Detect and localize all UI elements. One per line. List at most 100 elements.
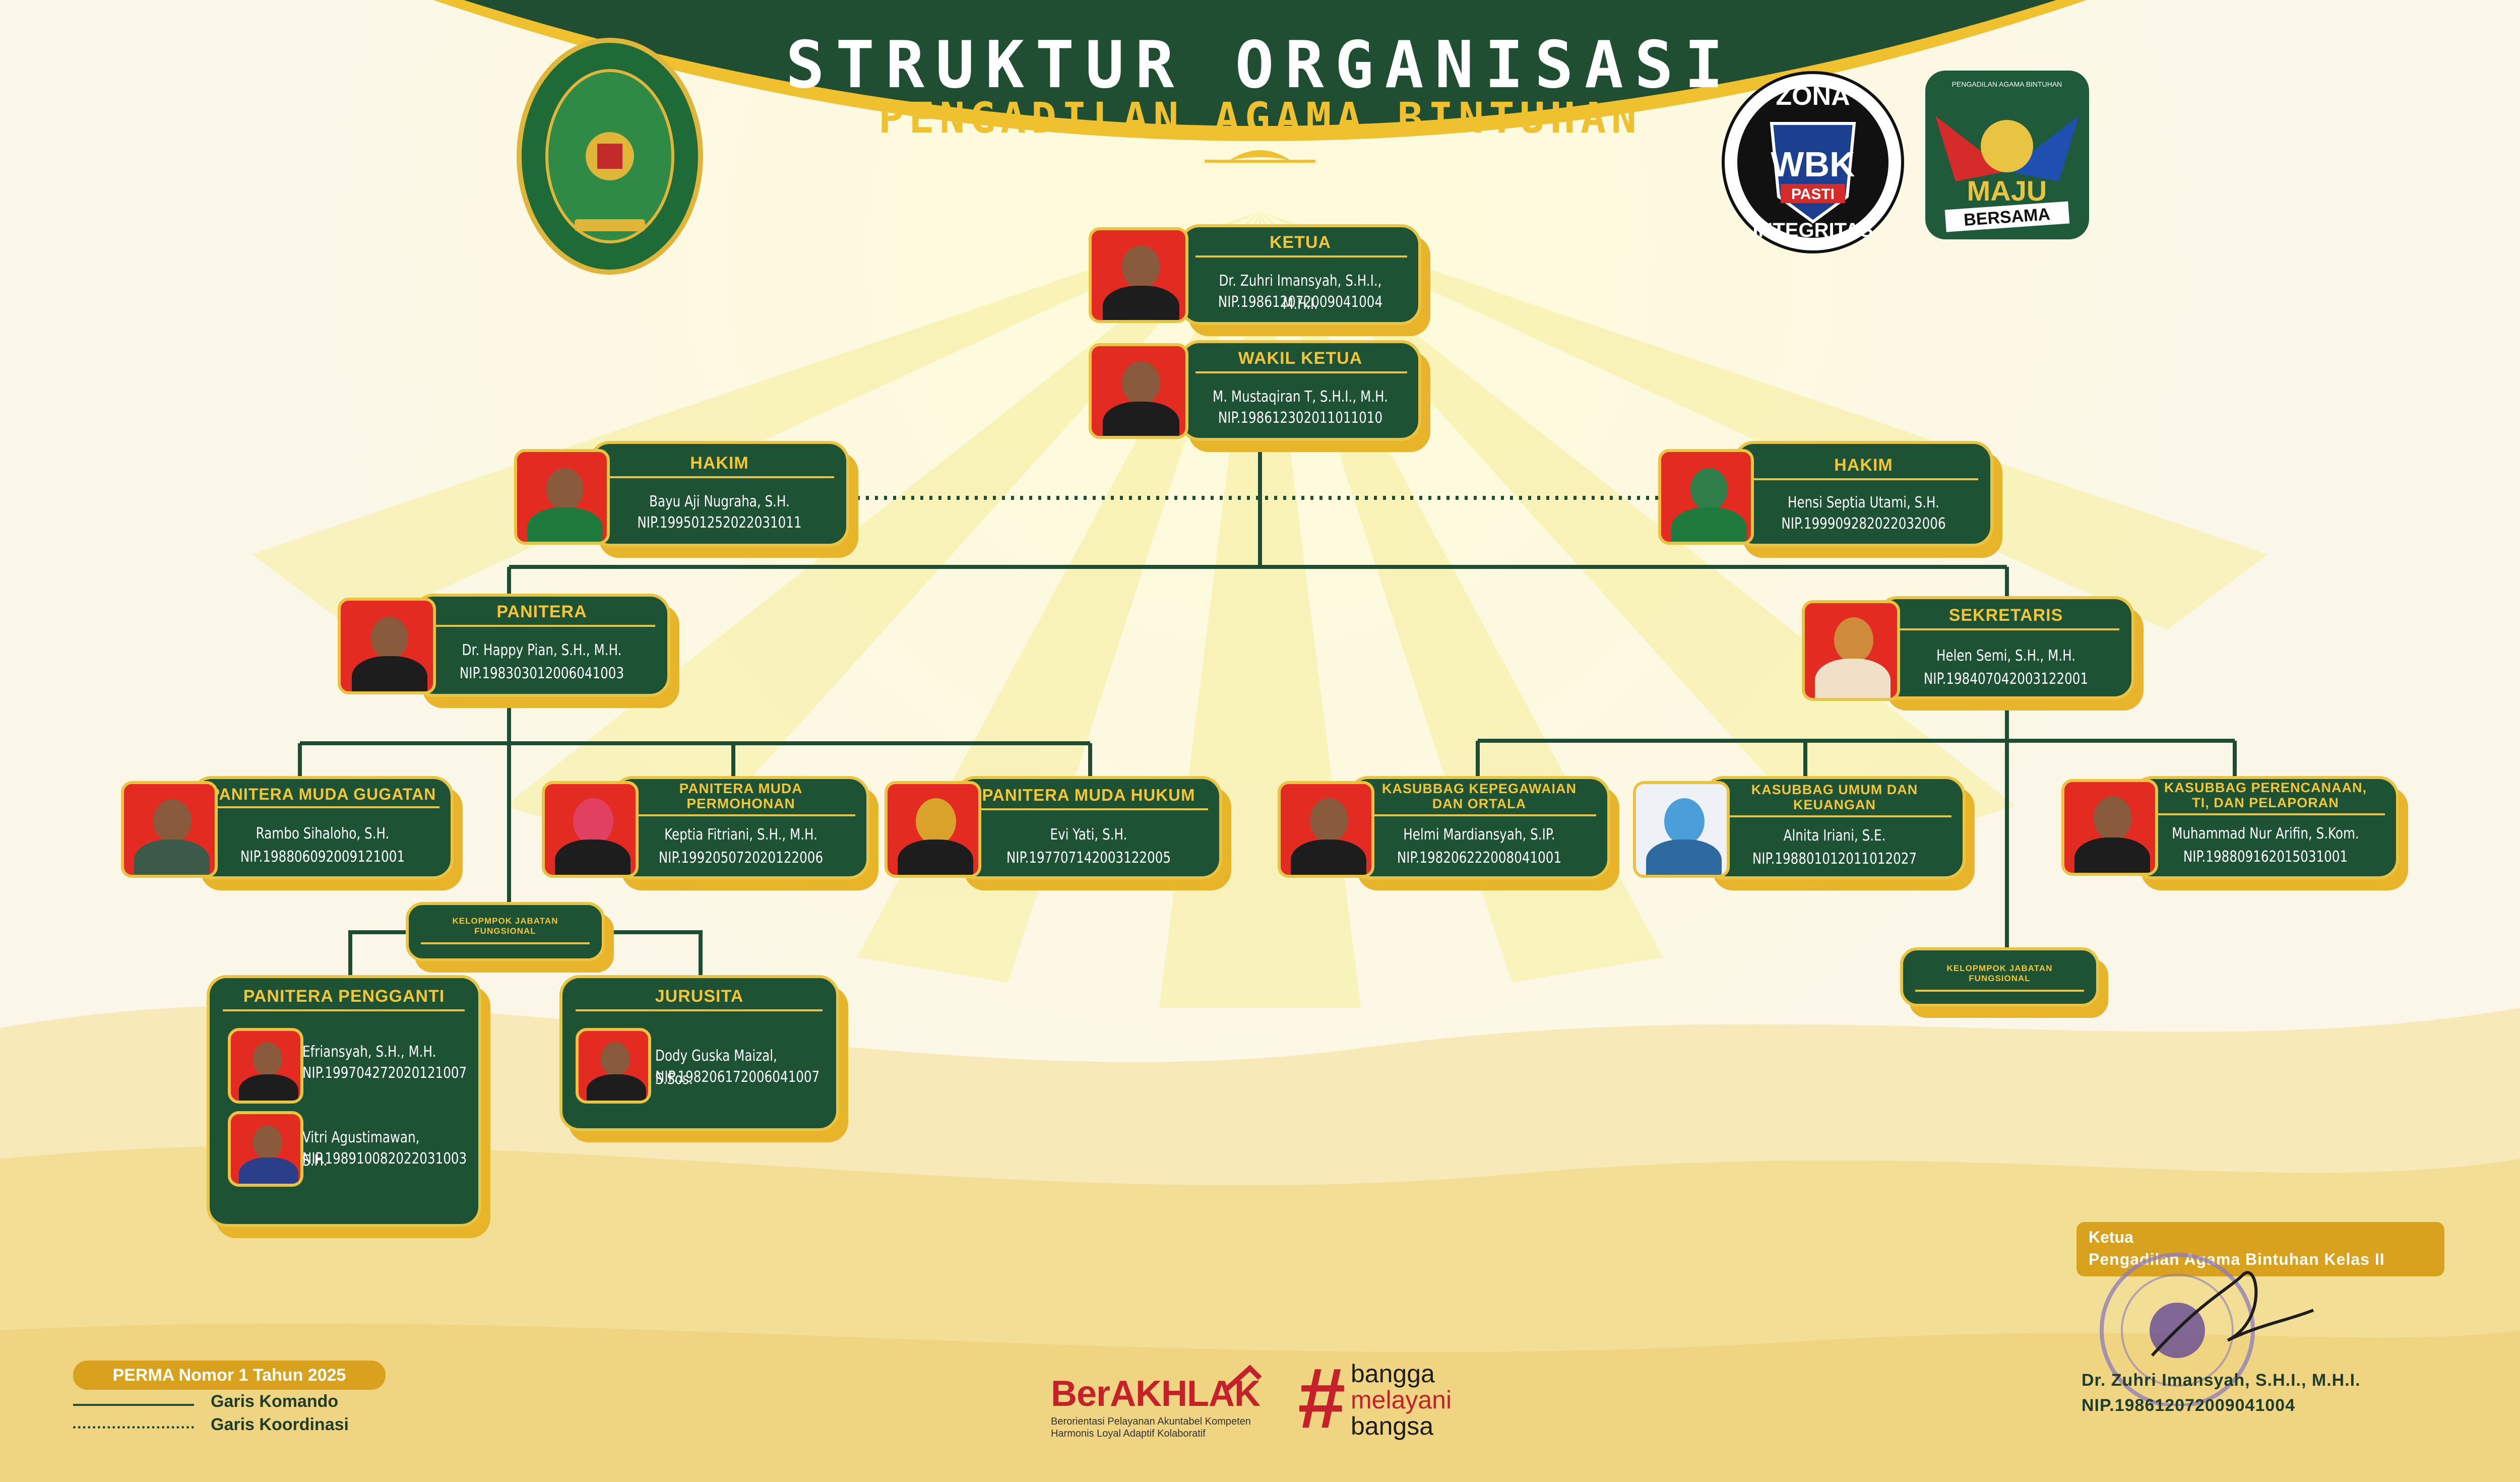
photo-hakim-1 [514, 449, 610, 545]
signature-name: Dr. Zuhri Imansyah, S.H.I., M.H.I. [2082, 1371, 2361, 1390]
person-nip: NIP.198206172006041007 [655, 1068, 820, 1086]
photo-panitera-muda-hukum [885, 781, 981, 878]
photo-jurusita [576, 1028, 651, 1104]
photo-pengganti-1 [228, 1028, 303, 1104]
official-stamp-signature [2100, 1253, 2314, 1406]
person-nip: NIP.199205072020122006 [658, 849, 824, 867]
role-label-2: TI, DAN PELAPORAN [2192, 795, 2339, 810]
role-label: SEKRETARIS [1948, 606, 2063, 625]
photo-kasubbag-perencanaan [2061, 779, 2158, 876]
person-nip: NIP.198407042003122001 [1923, 670, 2089, 688]
berakhlak-brand-1: Ber [1051, 1374, 1110, 1414]
photo-kasubbag-kepegawaian [1278, 781, 1374, 878]
person-nip: NIP.198612072009041004 [1218, 293, 1383, 311]
role-label: PANITERA [496, 602, 587, 621]
card-kasubbag-perencanaan: KASUBBAG PERENCANAAN, TI, DAN PELAPORAN … [2061, 776, 2409, 884]
berakhlak-tagline-1: Berorientasi Pelayanan Akuntabel Kompete… [1051, 1416, 1251, 1427]
role-label: KASUBBAG PERENCANAAN, [2164, 780, 2367, 795]
card-kelompok-fungsional-2: KELOPMPOK JABATAN FUNGSIONAL [1900, 947, 2112, 1018]
card-jurusita: JURUSITA Dody Guska Maizal, S.Sos. NIP.1… [559, 975, 852, 1146]
person-name: Rambo Sihaloho, S.H. [256, 825, 390, 843]
card-wakil-ketua: WAKIL KETUA M. Mustaqiran T, S.H.I., M.H… [1089, 340, 1436, 448]
card-panitera-muda-permohonan: PANITERA MUDA PERMOHONAN Keptia Fitriani… [542, 776, 885, 884]
signature-label-1: Ketua [2089, 1228, 2133, 1246]
hashtag-icon: # [1298, 1350, 1346, 1446]
role-label: PANITERA MUDA HUKUM [982, 786, 1195, 804]
person-name: Efriansyah, S.H., M.H. [302, 1043, 436, 1061]
card-panitera: PANITERA Dr. Happy Pian, S.H., M.H. NIP.… [338, 594, 685, 702]
photo-ketua [1089, 227, 1188, 323]
photo-panitera [338, 598, 436, 694]
person-nip: NIP.199909282022032006 [1781, 515, 1946, 533]
legend-dotted-line [73, 1426, 194, 1429]
integritas-text: INTEGRITAS [1752, 219, 1873, 241]
person-name-2: Vitri Agustimawan, S.H. [302, 1129, 420, 1170]
pasti-text: PASTI [1791, 186, 1835, 203]
person-name: Hensi Septia Utami, S.H. [1788, 494, 1939, 511]
person-nip: NIP.198303012006041003 [459, 665, 624, 682]
photo-sekretaris [1802, 600, 1900, 701]
court-emblem-icon [517, 38, 703, 275]
card-kasubbag-umum: KASUBBAG UMUM DAN KEUANGAN Alnita Iriani… [1633, 776, 1981, 884]
person-name: Alnita Iriani, S.E. [1783, 827, 1886, 845]
role-label: KASUBBAG KEPEGAWAIAN [1381, 781, 1577, 796]
person-name: M. Mustaqiran T, S.H.I., M.H. [1213, 388, 1388, 406]
role-label: PANITERA MUDA [679, 781, 803, 796]
person-name: Keptia Fitriani, S.H., M.H. [664, 826, 817, 844]
person-nip: NIP.198612302011011010 [1218, 409, 1383, 427]
role-label-2: DAN ORTALA [1432, 796, 1527, 811]
card-panitera-pengganti: PANITERA PENGGANTI Efriansyah, S.H., M.H… [207, 975, 499, 1237]
card-hakim-1: HAKIM Bayu Aji Nugraha, S.H. NIP.1995012… [514, 441, 862, 549]
bangga-word-1: bangga [1351, 1360, 1435, 1388]
photo-hakim-2 [1658, 449, 1754, 545]
role-label: JURUSITA [655, 987, 744, 1006]
person-name: Helmi Mardiansyah, S.IP. [1403, 826, 1555, 844]
role-label-2: PERMOHONAN [686, 796, 795, 811]
person-name: Helen Semi, S.H., M.H. [1936, 647, 2076, 665]
person-nip-2: NIP.198910082022031003 [302, 1150, 467, 1168]
berakhlak-tagline-2: Harmonis Loyal Adaptif Kolaboratif [1051, 1428, 1206, 1439]
maju-bersama-logo: PENGADILAN AGAMA BINTUHAN MAJU BERSAMA [1925, 71, 2089, 239]
photo-wakil-ketua [1089, 343, 1188, 439]
person-nip: NIP.198809162015031001 [2183, 848, 2348, 866]
person-name: Dr. Happy Pian, S.H., M.H. [462, 641, 622, 659]
role-label: PANITERA MUDA GUGATAN [209, 785, 436, 803]
maju-text: MAJU [1967, 175, 2047, 207]
role-label: HAKIM [1834, 456, 1893, 475]
role-label-2: KEUANGAN [1793, 797, 1876, 812]
person-name: Muhammad Nur Arifin, S.Kom. [2172, 825, 2359, 843]
role-label: KETUA [1269, 233, 1332, 252]
person-name: Dr. Zuhri Imansyah, S.H.I., M.H.I. [1219, 272, 1382, 313]
person-name: Evi Yati, S.H. [1050, 826, 1127, 844]
card-kasubbag-kepegawaian: KASUBBAG KEPEGAWAIAN DAN ORTALA Helmi Ma… [1278, 776, 1625, 884]
legend-solid-line [73, 1404, 194, 1406]
signature-label-badge: Ketua Pengadilan Agama Bintuhan Kelas II [2076, 1222, 2444, 1276]
page-subtitle: PENGADILAN AGAMA BINTUHAN [878, 93, 1642, 143]
berakhlak-logo: BerAKHLAK [1051, 1373, 1261, 1414]
bangga-word-3: bangsa [1351, 1412, 1434, 1440]
wbk-text: WBK [1771, 145, 1855, 184]
zona-wbk-logo: ZONA WBK PASTI INTEGRITAS [1722, 71, 1904, 253]
person-nip: NIP.199501252022031011 [637, 514, 802, 532]
role-label: WAKIL KETUA [1238, 349, 1363, 368]
card-panitera-muda-hukum: PANITERA MUDA HUKUM Evi Yati, S.H. NIP.1… [885, 776, 1232, 884]
person-nip: NIP.198801012011012027 [1752, 850, 1917, 868]
card-hakim-2: HAKIM Hensi Septia Utami, S.H. NIP.19990… [1658, 441, 2006, 549]
role-label: KELOPMPOK JABATAN [1946, 963, 2053, 973]
role-label: HAKIM [690, 454, 749, 473]
person-nip: NIP.198206222008041001 [1397, 849, 1562, 867]
bangga-word-2: melayani [1351, 1386, 1452, 1414]
person-nip: NIP.197707142003122005 [1006, 849, 1171, 867]
page-title: STRUKTUR ORGANISASI [785, 28, 1735, 103]
card-kelompok-fungsional-1: KELOPMPOK JABATAN FUNGSIONAL [406, 902, 617, 973]
photo-panitera-muda-gugatan [121, 781, 218, 878]
card-ketua: KETUA Dr. Zuhri Imansyah, S.H.I., M.H.I.… [1089, 224, 1436, 333]
person-name: Dody Guska Maizal, S.Sos. [655, 1047, 777, 1088]
signature-nip: NIP.198612072009041004 [2082, 1396, 2296, 1415]
person-nip: NIP.199704272020121007 [302, 1064, 467, 1082]
berakhlak-swoosh-icon [1223, 1365, 1262, 1393]
legend-dotted-label: Garis Koordinasi [211, 1415, 349, 1434]
role-label-2: FUNGSIONAL [1969, 974, 2031, 983]
photo-kasubbag-umum [1633, 781, 1730, 878]
